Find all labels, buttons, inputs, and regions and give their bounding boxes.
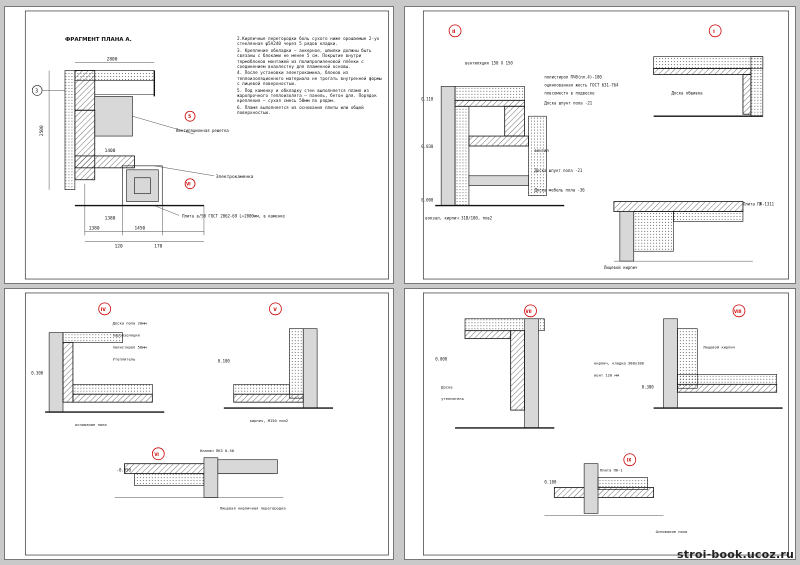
detail-mark-IX-label: IX (627, 458, 632, 463)
detail-mark-II (448, 24, 462, 38)
sections-bottom-right-drawing: Доска утеплитель 0.000 VIII кирпич, клад… (423, 292, 789, 556)
dim-bottom-1: 1380 (89, 225, 100, 231)
detail-mark-I-label: I (713, 29, 715, 35)
detail-mark-1 (184, 110, 196, 122)
sheet-sections-top: вентиляция 150 Х 150 полистирол ПЧ0(пл.4… (404, 6, 796, 284)
construction-notes: 2.Кирпичные перегородки боль сухого ниже… (237, 37, 387, 118)
label-vent: вент 120 мм (594, 373, 620, 377)
label-hanger: повсеместн в подвеске (544, 90, 595, 95)
label-board: Доска (441, 385, 452, 389)
label-facing: Лицевой кирпич (703, 346, 735, 350)
detail-mark-V-label: V (273, 307, 277, 313)
frame-border (24, 10, 389, 280)
plan-walls (64, 70, 205, 236)
sections-bottom-left-drawing: IV Доска пола 20мм пароизоляция полистир… (24, 292, 389, 556)
frame-border (24, 292, 389, 556)
level-3: 0.000 (421, 198, 434, 203)
frame-border (423, 292, 789, 556)
sheet-sections-bottom-left: IV Доска пола 20мм пароизоляция полистир… (4, 288, 394, 560)
detail-mark-VIII (732, 304, 746, 318)
section-V (223, 328, 334, 409)
note-heater: Электрокаменка (216, 174, 254, 180)
label-floor-base: Основание пола (656, 530, 688, 534)
axis-label: 3 (35, 88, 38, 94)
label-board-3: Доска мебель пола -36 (534, 188, 585, 193)
detail-mark-1-label: 5 (188, 114, 191, 120)
label-board-1: Доска шпунт пола -21 (544, 100, 592, 105)
dim-left: 2500 (39, 125, 45, 136)
label-valve: Клапан ПКЗ 0-50 (200, 449, 235, 453)
section-VIII (653, 318, 783, 409)
detail-mark-V (269, 302, 282, 316)
dim-mid: 1400 (105, 148, 116, 154)
label-partition: Лицевая кирпичная перегородка (220, 506, 286, 510)
section-I (653, 56, 764, 117)
detail-mark-VIII-label: VIII (734, 309, 742, 314)
dim-bottom-2: 1450 (134, 225, 145, 231)
dim-bottom-4: 170 (154, 243, 162, 249)
label-polystyrene: полистирол ПЧ0(пл.4)-100 (544, 74, 602, 79)
section-II (435, 86, 565, 207)
detail-mark-II-label: II (452, 29, 456, 35)
label-facing: Лицевой кирпич (604, 265, 638, 270)
section-VI (114, 457, 284, 498)
label-floor-board: Доска пола 20мм (113, 322, 148, 326)
label-polystyrene: полистирол 50мм (113, 346, 148, 350)
label-slab: Плита ПК-1 (600, 469, 623, 473)
note-line: 3. Крепление обкладки — анкерное, шпилки… (237, 48, 372, 71)
detail-mark-IV (98, 302, 112, 316)
detail-mark-IX (623, 453, 637, 467)
label-cladding: Доска обшивка (671, 90, 703, 95)
label-board-2: Доска шпунт пола -21 (534, 168, 582, 173)
label-brick: вокзал, кирпич 31В/100, пов2 (425, 215, 493, 220)
dim-top: 2800 (107, 57, 118, 63)
level-2: 0.030 (421, 144, 434, 149)
detail-mark-VII-label: VII (526, 309, 533, 314)
note-line: 2.Кирпичные перегородки боль сухого ниже… (237, 37, 380, 48)
detail-mark-IV-label: IV (101, 307, 107, 313)
sheet-plan-fragment: ФРАГМЕНТ ПЛАНА А. 3 2800 250 (4, 6, 394, 284)
level-3: -0.050 (117, 468, 132, 473)
sections-top-drawing: вентиляция 150 Х 150 полистирол ПЧ0(пл.4… (421, 10, 789, 280)
section-IV (45, 332, 165, 413)
label-base: основание пола (75, 423, 107, 427)
sheet-sections-bottom-right: Доска утеплитель 0.000 VIII кирпич, клад… (404, 288, 796, 560)
level-3: 0.100 (544, 480, 557, 485)
site-watermark: stroi-book.ucoz.ru (677, 548, 794, 561)
label-vapor: пароизоляция (113, 334, 140, 338)
dim-bottom-3: 120 (115, 243, 123, 249)
label-ventilation: вентиляция 150 Х 150 (465, 61, 513, 66)
section-IX (544, 463, 664, 516)
detail-mark-2-label: VI (186, 182, 191, 187)
frame-border (422, 10, 789, 280)
label-slab: Плита ПЖ-1311 (743, 202, 775, 207)
detail-mark-VI-label: VI (154, 452, 159, 457)
note-line: 6. Пламя выполняется из основания плиты … (237, 105, 364, 117)
note-pipe: Плита в/50 ГОСТ 2062-69 L=2000мм, в каме… (182, 213, 285, 218)
detail-mark-VII (524, 304, 537, 318)
label-steel: оцинкованная жесть ГОСТ 631-764 (544, 82, 619, 87)
label-brick: кирпич, М150 пол2 (250, 419, 289, 423)
detail-mark-VI (151, 447, 165, 461)
label-brick: кирпич, кладка 380х180 (594, 361, 645, 365)
label-insulation: Утеплитель (113, 357, 136, 361)
label-vent: вентил (534, 148, 549, 153)
level-1: 0.300 (31, 370, 44, 375)
label-insulation: утеплитель (441, 397, 464, 401)
level-2: 0.300 (642, 384, 655, 389)
note-line: 4. После установки электрокамина, блоков… (237, 71, 382, 88)
section-slab (613, 201, 753, 262)
plan-fragment-drawing: ФРАГМЕНТ ПЛАНА А. 3 2800 250 (24, 10, 389, 280)
level-2: 0.100 (218, 358, 231, 363)
section-VII (455, 318, 555, 429)
level-1: 0.000 (435, 356, 448, 361)
detail-mark-2 (184, 178, 196, 190)
note-ventil: Вентиляционная решетка (176, 128, 229, 133)
plan-title: ФРАГМЕНТ ПЛАНА А. (65, 37, 132, 43)
note-line: 5. Под каменку и обкладку стен выполняет… (237, 88, 377, 105)
detail-mark-I (708, 24, 722, 38)
dim-mid-2: 1380 (105, 215, 116, 221)
level-1: 0.110 (421, 96, 434, 101)
